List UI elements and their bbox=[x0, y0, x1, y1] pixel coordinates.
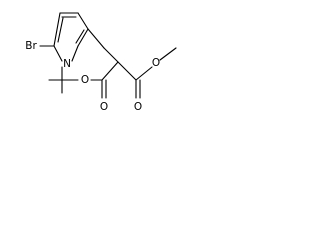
pyridine-ring bbox=[53, 12, 89, 62]
bond-c6-ch2 bbox=[87, 28, 105, 49]
bond-ester-o-methyl bbox=[159, 47, 177, 61]
ester-oxygen-right-label: O bbox=[152, 57, 160, 69]
carbonyl-oxygen-right-label: O bbox=[134, 101, 142, 113]
bromine-label: Br bbox=[25, 40, 37, 52]
bond-ring-c2-c3-inner bbox=[57, 17, 64, 43]
bond-ch-left-carbonyl bbox=[101, 61, 119, 81]
bond-ch2-ch bbox=[103, 47, 119, 63]
bond-right-carbonyl-ester-o bbox=[135, 66, 153, 81]
bond-ch-right-carbonyl bbox=[117, 61, 137, 81]
bond-ring-c4-c5 bbox=[77, 12, 89, 30]
bond-ring-c6-n bbox=[71, 45, 79, 62]
ester-oxygen-left-label: O bbox=[81, 74, 89, 86]
ring-nitrogen-label: N bbox=[63, 58, 71, 70]
bond-ring-c5-c6-inner bbox=[75, 29, 85, 44]
chemical-structure: Br N O O O O bbox=[25, 12, 177, 113]
bond-ring-c5-c6 bbox=[77, 28, 89, 47]
carbonyl-oxygen-left-label: O bbox=[100, 101, 108, 113]
bond-ring-n-c2 bbox=[53, 45, 63, 62]
bond-ring-c2-c3 bbox=[53, 12, 61, 47]
